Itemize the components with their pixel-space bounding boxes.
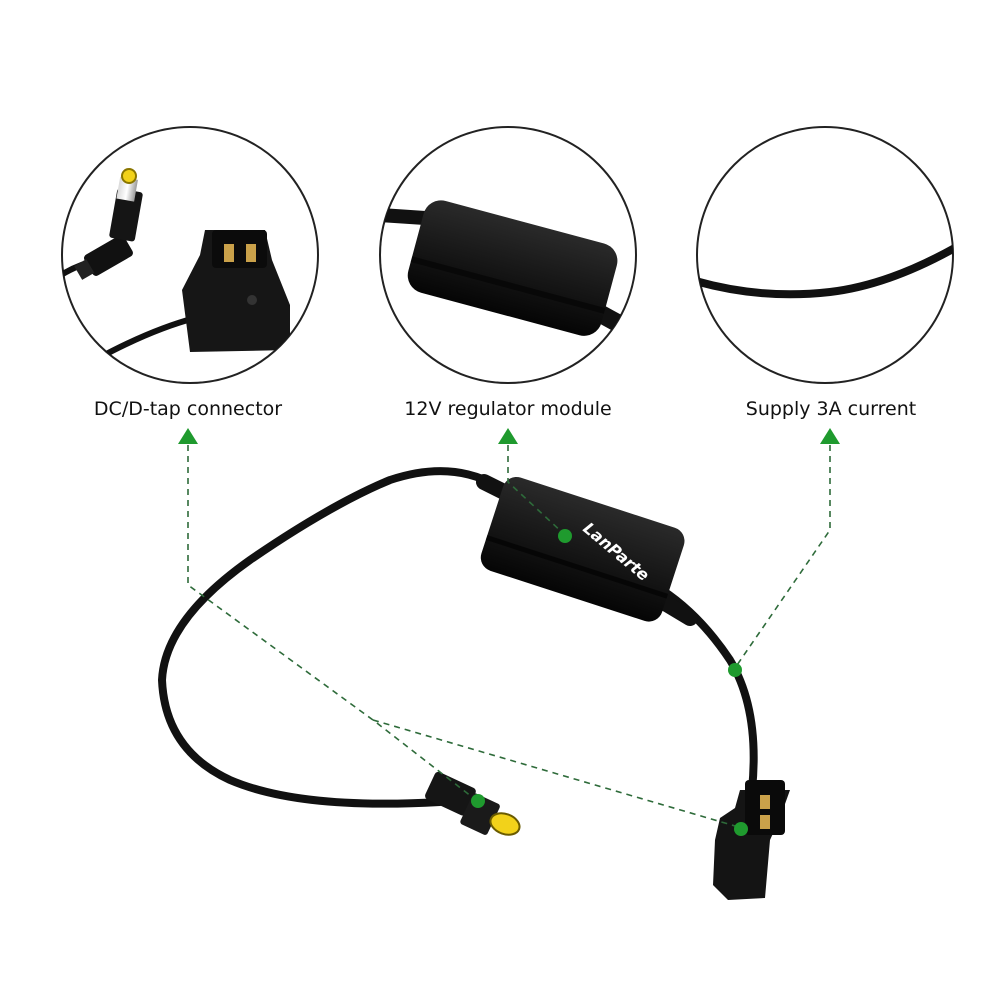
arrow-up-icon xyxy=(820,428,840,444)
arrow-up-icon xyxy=(498,428,518,444)
main-cable xyxy=(157,467,758,808)
arrow-up-icon xyxy=(178,428,198,444)
closeup-regulator-module xyxy=(379,126,637,384)
marker-dot xyxy=(558,529,572,543)
marker-dot xyxy=(471,794,485,808)
regulator-box xyxy=(480,476,685,622)
callout-label-connector: DC/D-tap connector xyxy=(93,398,283,420)
callout-label-current: Supply 3A current xyxy=(745,398,917,420)
dtap-plug xyxy=(713,780,790,900)
guide-markers xyxy=(178,428,840,836)
callout-label-regulator: 12V regulator module xyxy=(404,398,612,420)
dc-plug xyxy=(425,771,521,836)
closeup-cable xyxy=(696,126,954,384)
guide-lines xyxy=(187,445,831,829)
marker-dot xyxy=(728,663,742,677)
marker-dot xyxy=(734,822,748,836)
closeup-dtap-connector xyxy=(61,126,319,384)
